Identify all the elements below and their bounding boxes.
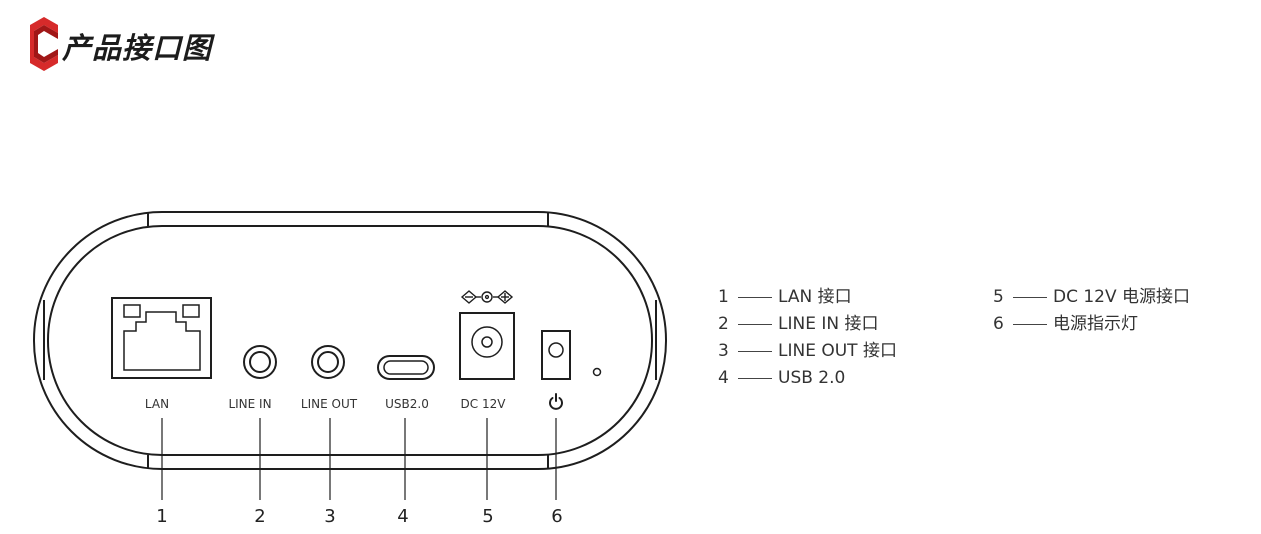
legend-right-column: 5 DC 12V 电源接口 6 电源指示灯	[993, 284, 1190, 338]
legend-dash	[1013, 324, 1047, 325]
callout-number-5: 5	[482, 506, 493, 527]
legend-item-number: 1	[718, 287, 729, 307]
legend-dash	[738, 297, 772, 298]
legend-item-number: 4	[718, 368, 729, 388]
power-symbol-icon	[549, 393, 563, 410]
legend-item-number: 3	[718, 341, 729, 361]
lan-port-icon	[111, 297, 212, 379]
page-header: 产品接口图	[28, 14, 212, 74]
port-label-line-out: LINE OUT	[301, 397, 358, 411]
line-out-jack-icon	[311, 345, 345, 379]
port-label-dc: DC 12V	[461, 397, 507, 411]
legend-item-text: 电源指示灯	[1053, 314, 1138, 334]
legend-item: 1 LAN 接口	[718, 284, 897, 311]
legend-item-text: DC 12V 电源接口	[1053, 287, 1191, 307]
power-indicator-led	[592, 367, 602, 377]
legend-dash	[738, 378, 772, 379]
page-title: 产品接口图	[62, 31, 213, 65]
port-label-usb: USB2.0	[385, 397, 429, 411]
usb-c-port-icon	[377, 355, 435, 380]
callout-number-4: 4	[397, 506, 408, 527]
power-switch-icon	[541, 330, 571, 380]
device-outer-shell	[33, 211, 667, 470]
legend-item: 6 电源指示灯	[993, 311, 1190, 338]
dc-polarity-icon	[460, 290, 514, 304]
legend-item: 4 USB 2.0	[718, 365, 897, 392]
legend-item-number: 2	[718, 314, 729, 334]
legend-item-number: 6	[993, 314, 1004, 334]
legend-item-number: 5	[993, 287, 1004, 307]
legend-dash	[1013, 297, 1047, 298]
legend-item: 3 LINE OUT 接口	[718, 338, 897, 365]
legend-item: 2 LINE IN 接口	[718, 311, 897, 338]
legend-item: 5 DC 12V 电源接口	[993, 284, 1190, 311]
callout-number-3: 3	[324, 506, 335, 527]
brand-logo-icon	[30, 17, 58, 71]
callout-number-1: 1	[156, 506, 167, 527]
legend-dash	[738, 351, 772, 352]
legend-item-text: LINE IN 接口	[778, 314, 879, 334]
callout-number-2: 2	[254, 506, 265, 527]
legend-item-text: LAN 接口	[778, 287, 852, 307]
legend-item-text: LINE OUT 接口	[778, 341, 897, 361]
port-label-lan: LAN	[145, 397, 169, 411]
device-inner-panel	[47, 225, 653, 456]
line-in-jack-icon	[243, 345, 277, 379]
dc-power-jack-icon	[459, 312, 515, 380]
port-label-line-in: LINE IN	[228, 397, 271, 411]
legend-left-column: 1 LAN 接口 2 LINE IN 接口 3 LINE OUT 接口 4 US…	[718, 284, 897, 392]
callout-number-6: 6	[551, 506, 562, 527]
legend-item-text: USB 2.0	[778, 368, 846, 388]
legend-dash	[738, 324, 772, 325]
